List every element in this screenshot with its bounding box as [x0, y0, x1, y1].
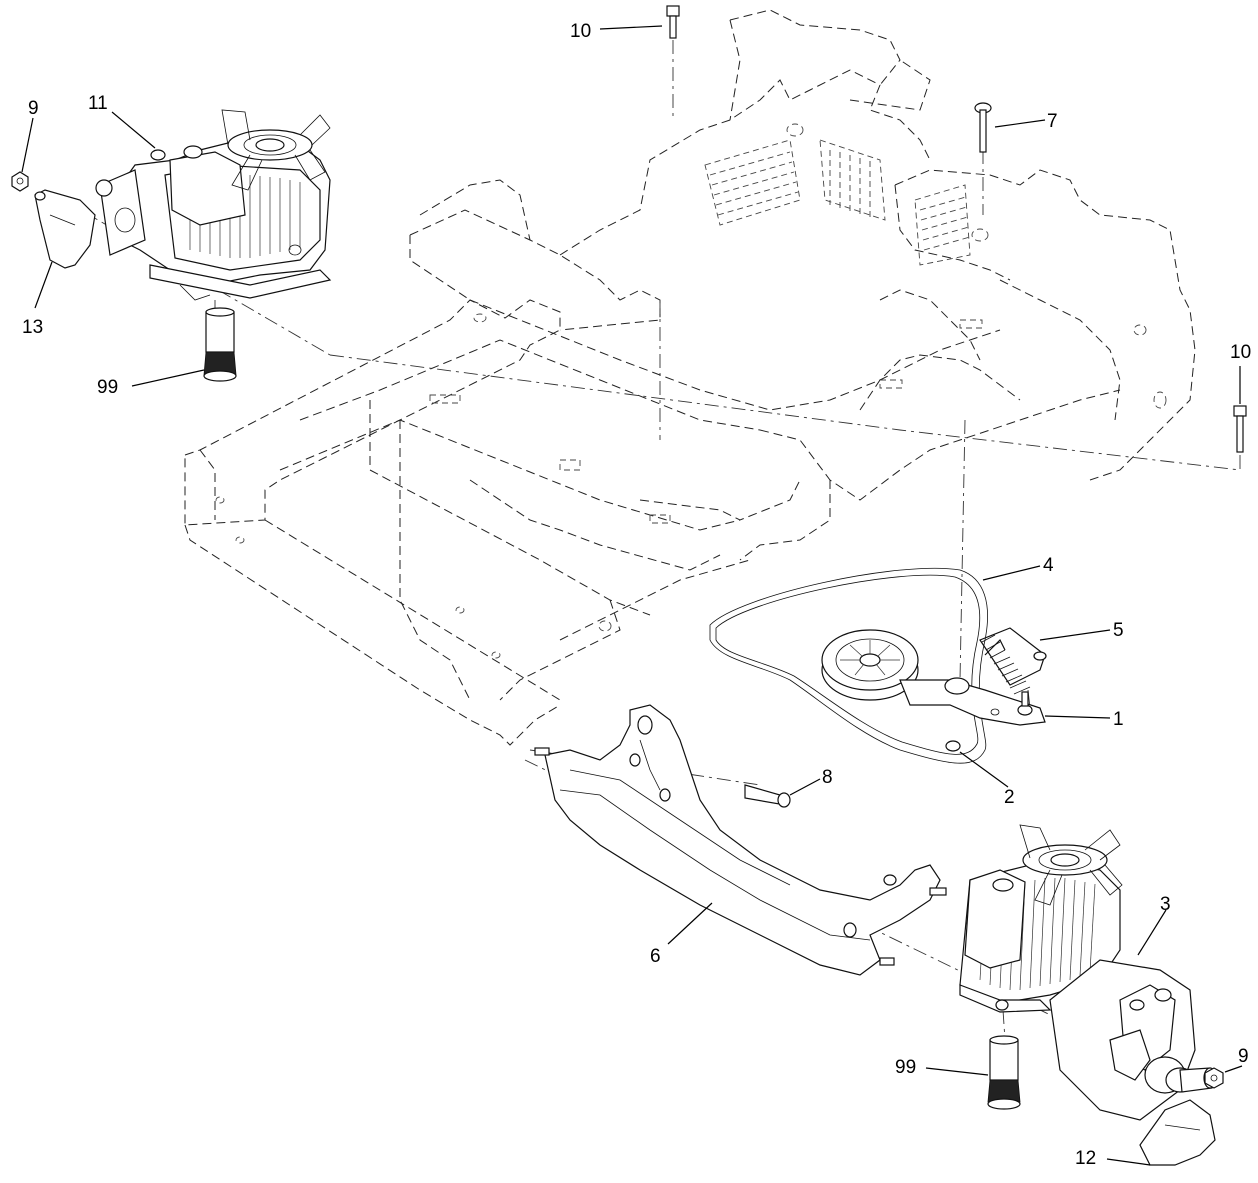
- svg-text:11: 11: [88, 93, 108, 114]
- callout-99-top: 99: [97, 369, 205, 398]
- svg-text:2: 2: [1004, 787, 1015, 808]
- svg-text:8: 8: [822, 767, 833, 788]
- callout-8: 8: [789, 767, 833, 796]
- callout-12: 12: [1075, 1148, 1151, 1169]
- svg-text:99: 99: [895, 1057, 916, 1078]
- svg-text:7: 7: [1047, 111, 1058, 132]
- callout-13: 13: [22, 261, 53, 338]
- svg-text:10: 10: [570, 21, 591, 42]
- nut-right: [1204, 1067, 1224, 1089]
- svg-text:1: 1: [1113, 709, 1124, 730]
- transaxle-left: [95, 109, 332, 301]
- nut-left: [11, 171, 29, 192]
- filter-bottom: [987, 1035, 1021, 1110]
- svg-text:9: 9: [28, 98, 39, 119]
- bolt-item-7: [974, 102, 992, 153]
- callout-1: 1: [1044, 709, 1124, 730]
- svg-text:99: 99: [97, 377, 118, 398]
- callout-10-top: 10: [570, 21, 663, 42]
- bolt-right: [1233, 405, 1247, 453]
- fan-left: [221, 109, 331, 191]
- svg-text:5: 5: [1113, 620, 1124, 641]
- svg-text:6: 6: [650, 946, 661, 967]
- svg-text:13: 13: [22, 317, 43, 338]
- callout-7: 7: [994, 111, 1058, 132]
- pump-mount-bracket: [534, 704, 947, 976]
- callout-4: 4: [982, 555, 1054, 581]
- idler-pulley: [821, 629, 919, 701]
- washer-2: [945, 740, 961, 752]
- svg-text:4: 4: [1043, 555, 1054, 576]
- callout-99-bottom: 99: [895, 1057, 989, 1078]
- callout-9-right: 9: [1224, 1046, 1249, 1073]
- chassis-frame: [184, 9, 1196, 746]
- pin-8: [744, 784, 791, 808]
- callout-2: 2: [959, 751, 1015, 808]
- svg-text:9: 9: [1238, 1046, 1249, 1067]
- callout-3: 3: [1137, 894, 1171, 956]
- svg-text:3: 3: [1160, 894, 1171, 915]
- bolt-top: [666, 5, 680, 39]
- callout-6: 6: [650, 902, 713, 967]
- svg-text:10: 10: [1230, 342, 1251, 363]
- spring: [979, 627, 1047, 695]
- callout-10-right: 10: [1230, 342, 1251, 404]
- callout-11: 11: [88, 93, 156, 149]
- svg-text:12: 12: [1075, 1148, 1096, 1169]
- idler-arm: [899, 677, 1046, 726]
- transaxle-right: [959, 824, 1217, 1121]
- fan-right: [1019, 824, 1123, 906]
- filter-top: [203, 307, 237, 382]
- bracket-right: [1139, 1099, 1216, 1166]
- drive-belt: [709, 567, 988, 764]
- bracket-left: [34, 189, 96, 269]
- callout-5: 5: [1039, 620, 1124, 641]
- callout-9-left: 9: [21, 98, 39, 173]
